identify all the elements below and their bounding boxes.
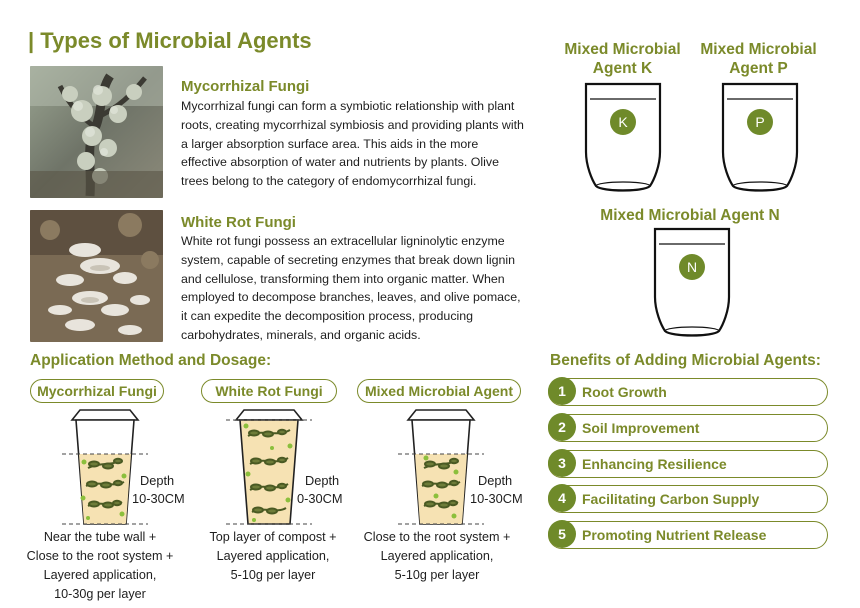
agent-p-label-line2: Agent P bbox=[729, 60, 788, 77]
agent-n-letter: N bbox=[687, 259, 697, 275]
depth-word: Depth bbox=[478, 473, 513, 488]
benefit-number-badge: 2 bbox=[548, 413, 576, 441]
note-line: Layered application, bbox=[380, 549, 494, 563]
white-rot-fungi-heading: White Rot Fungi bbox=[181, 214, 296, 231]
agent-k-bag-icon: K bbox=[584, 82, 662, 192]
agent-n-label: Mixed Microbial Agent N bbox=[600, 207, 780, 224]
agent-p-bag-icon: P bbox=[721, 82, 799, 192]
note-line: Layered application, bbox=[216, 549, 330, 563]
note-line: Layered application, bbox=[43, 568, 157, 582]
description-line: a larger absorption surface area. This a… bbox=[181, 136, 479, 151]
benefit-number-badge: 5 bbox=[548, 520, 576, 548]
description-line: and cellulose, transforming them into or… bbox=[181, 271, 505, 286]
white-rot-fungi-photo bbox=[30, 210, 163, 342]
agent-k-label-line2: Agent K bbox=[592, 60, 653, 77]
benefit-item: 1 Root Growth bbox=[548, 377, 828, 406]
tube-diagram-mycorrhizal bbox=[62, 409, 148, 525]
benefit-number-badge: 3 bbox=[548, 449, 576, 477]
benefit-label: Root Growth bbox=[582, 384, 667, 400]
benefit-item: 2 Soil Improvement bbox=[548, 413, 828, 442]
depth-word: Depth bbox=[140, 473, 175, 488]
benefit-label: Facilitating Carbon Supply bbox=[582, 491, 760, 507]
description-line: trees belong to the category of endomyco… bbox=[181, 174, 477, 189]
white-rot-fungi-description: White rot fungi possess an extracellular… bbox=[181, 232, 551, 345]
benefit-item: 4 Facilitating Carbon Supply bbox=[548, 484, 828, 513]
note-line: Top layer of compost + bbox=[209, 530, 337, 544]
note-line: 5-10g per layer bbox=[394, 568, 480, 582]
note-line: 5-10g per layer bbox=[230, 568, 316, 582]
agent-k-label: Mixed Microbial Agent K bbox=[560, 40, 685, 78]
description-line: effective absorption of water and nutrie… bbox=[181, 155, 499, 170]
dosage-note-white-rot: Top layer of compost + Layered applicati… bbox=[198, 528, 348, 585]
application-heading: Application Method and Dosage: bbox=[30, 352, 272, 369]
benefit-label: Promoting Nutrient Release bbox=[582, 527, 767, 543]
benefit-label: Enhancing Resilience bbox=[582, 456, 727, 472]
method-pill-white-rot: White Rot Fungi bbox=[201, 379, 337, 403]
agent-p-label-line1: Mixed Microbial bbox=[700, 41, 817, 58]
benefit-item: 5 Promoting Nutrient Release bbox=[548, 520, 828, 549]
benefits-heading: Benefits of Adding Microbial Agents: bbox=[550, 352, 821, 369]
note-line: 10-30g per layer bbox=[54, 587, 146, 601]
tube-diagram-mixed bbox=[398, 409, 484, 525]
depth-label-mixed: Depth 10-30CM bbox=[470, 472, 523, 508]
agent-k-letter: K bbox=[618, 114, 628, 130]
benefit-number-badge: 4 bbox=[548, 484, 576, 512]
dosage-note-mycorrhizal: Near the tube wall + Close to the root s… bbox=[20, 528, 180, 604]
agent-n-bag-icon: N bbox=[653, 227, 731, 337]
description-line: carbohydrates, minerals, and organic aci… bbox=[181, 327, 421, 342]
depth-range: 10-30CM bbox=[470, 491, 523, 506]
method-pill-mixed: Mixed Microbial Agent bbox=[357, 379, 521, 403]
depth-label-mycorrhizal: Depth 10-30CM bbox=[132, 472, 185, 508]
agent-k-label-line1: Mixed Microbial bbox=[564, 41, 681, 58]
description-line: employed to decompose branches, leaves, … bbox=[181, 290, 521, 305]
description-line: White rot fungi possess an extracellular… bbox=[181, 234, 505, 248]
description-line: roots, creating mycorrhizal symbiosis an… bbox=[181, 117, 524, 132]
benefit-number-badge: 1 bbox=[548, 377, 576, 405]
depth-word: Depth bbox=[305, 473, 340, 488]
agent-p-label: Mixed Microbial Agent P bbox=[696, 40, 821, 78]
description-line: it can expedite the decomposition proces… bbox=[181, 309, 474, 324]
dosage-note-mixed: Close to the root system + Layered appli… bbox=[352, 528, 522, 585]
description-line: Mycorrhizal fungi can form a symbiotic r… bbox=[181, 99, 515, 113]
description-line: system, capable of secreting enzymes tha… bbox=[181, 252, 516, 267]
benefit-item: 3 Enhancing Resilience bbox=[548, 449, 828, 478]
note-line: Close to the root system + bbox=[26, 549, 174, 563]
mycorrhizal-fungi-heading: Mycorrhizal Fungi bbox=[181, 78, 310, 95]
mycorrhizal-fungi-description: Mycorrhizal fungi can form a symbiotic r… bbox=[181, 97, 551, 191]
benefit-label: Soil Improvement bbox=[582, 420, 700, 436]
depth-range: 10-30CM bbox=[132, 491, 185, 506]
note-line: Near the tube wall + bbox=[43, 530, 157, 544]
depth-range: 0-30CM bbox=[297, 491, 343, 506]
mycorrhizal-fungi-photo bbox=[30, 66, 163, 198]
depth-label-white-rot: Depth 0-30CM bbox=[297, 472, 343, 508]
agent-p-letter: P bbox=[755, 114, 764, 130]
tube-diagram-white-rot bbox=[226, 409, 312, 525]
method-pill-mycorrhizal: Mycorrhizal Fungi bbox=[30, 379, 164, 403]
note-line: Close to the root system + bbox=[363, 530, 511, 544]
page-title: | Types of Microbial Agents bbox=[28, 28, 312, 53]
